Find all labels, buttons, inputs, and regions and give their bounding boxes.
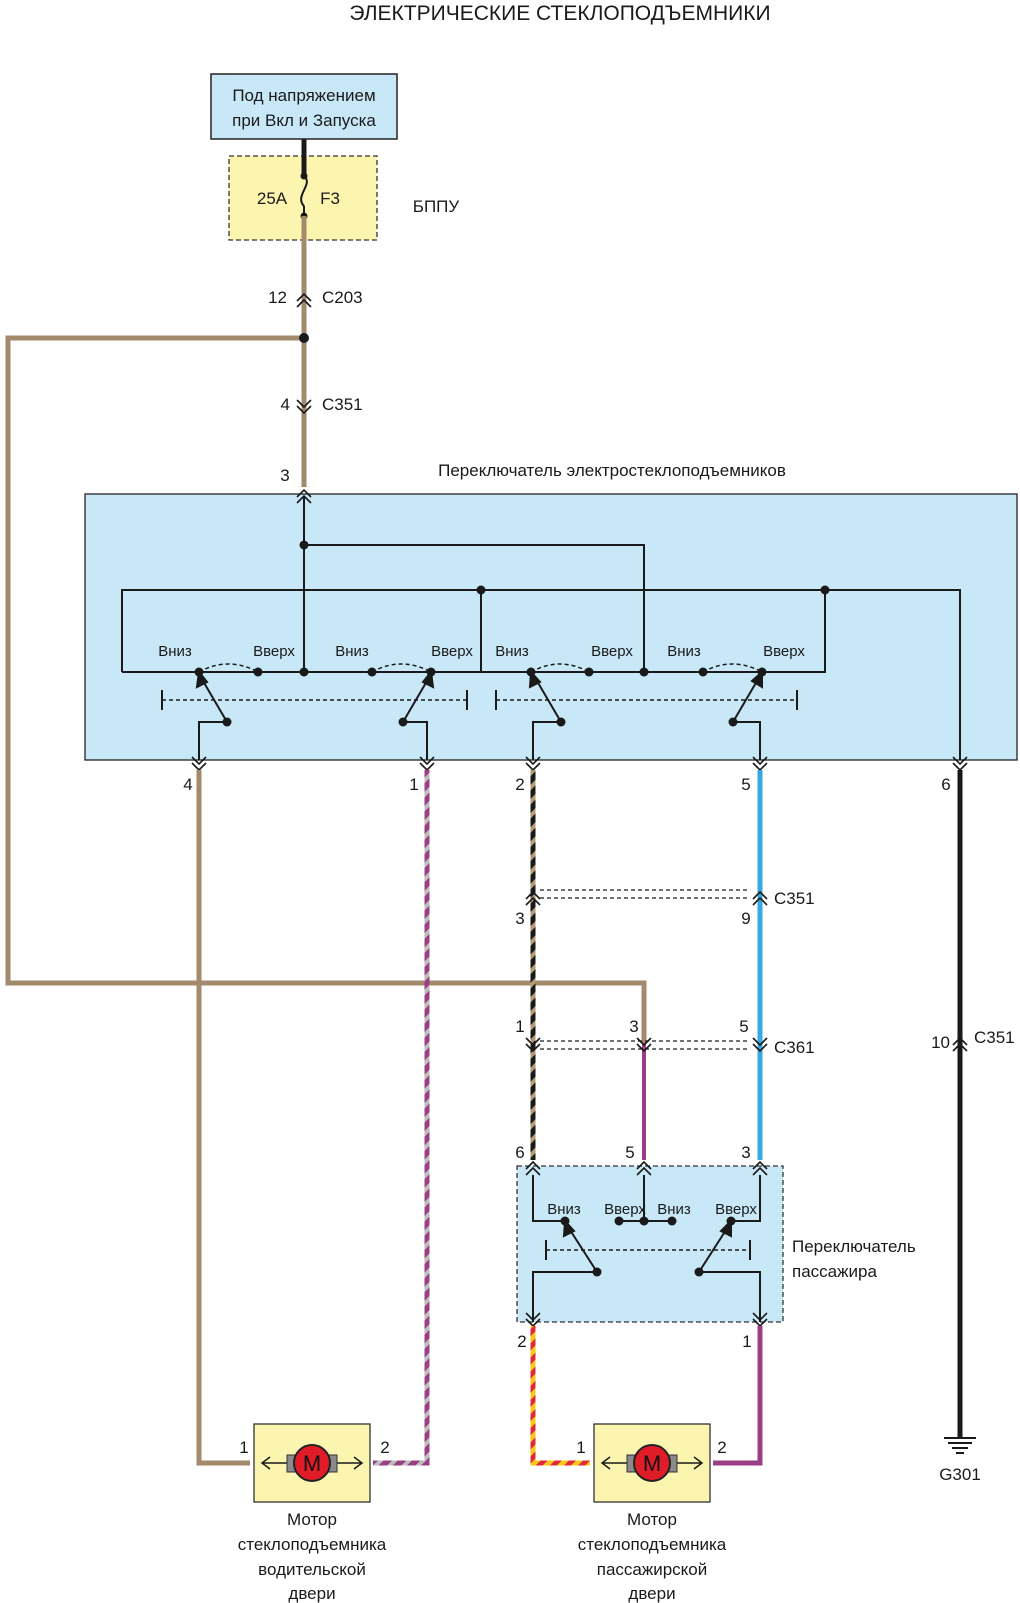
driver-motor-label-1: Мотор bbox=[287, 1510, 337, 1529]
c351-ground-pin: 10 bbox=[931, 1033, 950, 1052]
c351-mid-pin-left: 3 bbox=[515, 909, 524, 928]
c361-pin-left: 1 bbox=[515, 1017, 524, 1036]
passenger-motor-label-2: стеклоподъемника bbox=[578, 1535, 727, 1554]
master-switch-label: Переключатель электростеклоподъемников bbox=[438, 461, 786, 480]
c351-ground-connector bbox=[952, 1036, 968, 1052]
wire-passenger-motor-red-yellow bbox=[530, 1326, 590, 1466]
driver-motor: M bbox=[253, 1423, 371, 1503]
driver-motor-pin-1: 1 bbox=[239, 1438, 248, 1457]
driver-motor-label-4: двери bbox=[288, 1584, 335, 1603]
feed-splice bbox=[299, 333, 309, 343]
passenger-pin-3: 3 bbox=[741, 1143, 750, 1162]
ground-name: G301 bbox=[939, 1465, 981, 1484]
c361-pin-right: 5 bbox=[739, 1017, 748, 1036]
c361-connector bbox=[525, 1037, 768, 1053]
passenger-pin-5: 5 bbox=[625, 1143, 634, 1162]
sw2-up: Вверх bbox=[431, 643, 473, 660]
sw4-up: Вверх bbox=[763, 643, 805, 660]
psw-down-2: Вниз bbox=[657, 1201, 691, 1218]
passenger-top-connectors bbox=[525, 1160, 768, 1176]
master-out-pin-2: 2 bbox=[515, 775, 524, 794]
passenger-switch-module bbox=[516, 1165, 784, 1323]
master-lever-to-pins bbox=[198, 721, 761, 760]
c351-top-pin: 4 bbox=[281, 395, 290, 414]
master-out-pin-1: 1 bbox=[409, 775, 418, 794]
diagram-title: ЭЛЕКТРИЧЕСКИЕ СТЕКЛОПОДЪЕМНИКИ bbox=[349, 2, 770, 25]
driver-motor-label-3: водительской bbox=[258, 1560, 366, 1579]
master-switch-ties bbox=[161, 690, 798, 710]
fuse-name: F3 bbox=[320, 189, 340, 208]
passenger-switch-levers bbox=[562, 1218, 732, 1273]
sw1-down: Вниз bbox=[158, 643, 192, 660]
passenger-switch-label-line1: Переключатель bbox=[792, 1237, 916, 1256]
tan-feed-wire bbox=[5, 216, 647, 1044]
passenger-pin-1: 1 bbox=[742, 1332, 751, 1351]
power-source-label-line2: при Вкл и Запуска bbox=[232, 111, 376, 130]
c351-mid-connector bbox=[525, 889, 768, 906]
passenger-motor-pin-1: 1 bbox=[576, 1438, 585, 1457]
power-source-box bbox=[210, 73, 398, 140]
wire-passenger-motor-purple bbox=[713, 1326, 763, 1466]
driver-motor-symbol: M bbox=[303, 1451, 321, 1476]
power-source-label-line1: Под напряжением bbox=[232, 86, 375, 105]
master-out-pin-6: 6 bbox=[941, 775, 950, 794]
driver-motor-label-2: стеклоподъемника bbox=[238, 1535, 387, 1554]
passenger-pin-6: 6 bbox=[515, 1143, 524, 1162]
c361-name: C361 bbox=[774, 1038, 815, 1057]
c351-ground-name: C351 bbox=[974, 1028, 1015, 1047]
sw3-up: Вверх bbox=[591, 643, 633, 660]
master-switch-contacts bbox=[194, 667, 767, 727]
sw2-down: Вниз bbox=[335, 643, 369, 660]
passenger-pin-2: 2 bbox=[517, 1332, 526, 1351]
master-junction-dots bbox=[299, 540, 830, 677]
fuse-box-label: БППУ bbox=[413, 197, 460, 216]
sw1-up: Вверх bbox=[253, 643, 295, 660]
passenger-switch-tie bbox=[545, 1240, 751, 1260]
master-internal-wiring bbox=[121, 497, 961, 760]
c351-top-connector bbox=[296, 399, 312, 415]
master-switch-module bbox=[84, 493, 1018, 761]
wire-driver-up-purple-grey bbox=[373, 770, 430, 1466]
c203-connector bbox=[296, 292, 312, 308]
passenger-motor-symbol: M bbox=[643, 1451, 661, 1476]
c351-mid-name: C351 bbox=[774, 889, 815, 908]
psw-up-1: Вверх bbox=[604, 1201, 646, 1218]
master-out-pin-5: 5 bbox=[741, 775, 750, 794]
wire-driver-down-tan bbox=[196, 770, 250, 1466]
master-input-connector bbox=[296, 488, 312, 504]
ground-icon bbox=[944, 1437, 976, 1454]
passenger-switch-label-line2: пассажира bbox=[792, 1262, 877, 1281]
fuse-rating: 25A bbox=[257, 189, 288, 208]
psw-up-2: Вверх bbox=[715, 1201, 757, 1218]
passenger-motor-label-3: пассажирской bbox=[597, 1560, 708, 1579]
c203-name: C203 bbox=[322, 288, 363, 307]
driver-motor-pin-2: 2 bbox=[380, 1438, 389, 1457]
master-out-pin-4: 4 bbox=[183, 775, 192, 794]
master-input-pin: 3 bbox=[280, 466, 289, 485]
passenger-motor-label-4: двери bbox=[628, 1584, 675, 1603]
c203-pin: 12 bbox=[268, 288, 287, 307]
c361-pin-mid: 3 bbox=[629, 1017, 638, 1036]
passenger-motor-label-1: Мотор bbox=[627, 1510, 677, 1529]
sw4-down: Вниз bbox=[667, 643, 701, 660]
c351-top-name: C351 bbox=[322, 395, 363, 414]
psw-down-1: Вниз bbox=[547, 1201, 581, 1218]
passenger-internal-wiring bbox=[532, 1175, 761, 1322]
passenger-motor-pin-2: 2 bbox=[717, 1438, 726, 1457]
master-switch-levers bbox=[195, 669, 763, 723]
passenger-motor: M bbox=[593, 1423, 711, 1503]
c351-mid-pin-right: 9 bbox=[741, 909, 750, 928]
sw3-down: Вниз bbox=[495, 643, 529, 660]
